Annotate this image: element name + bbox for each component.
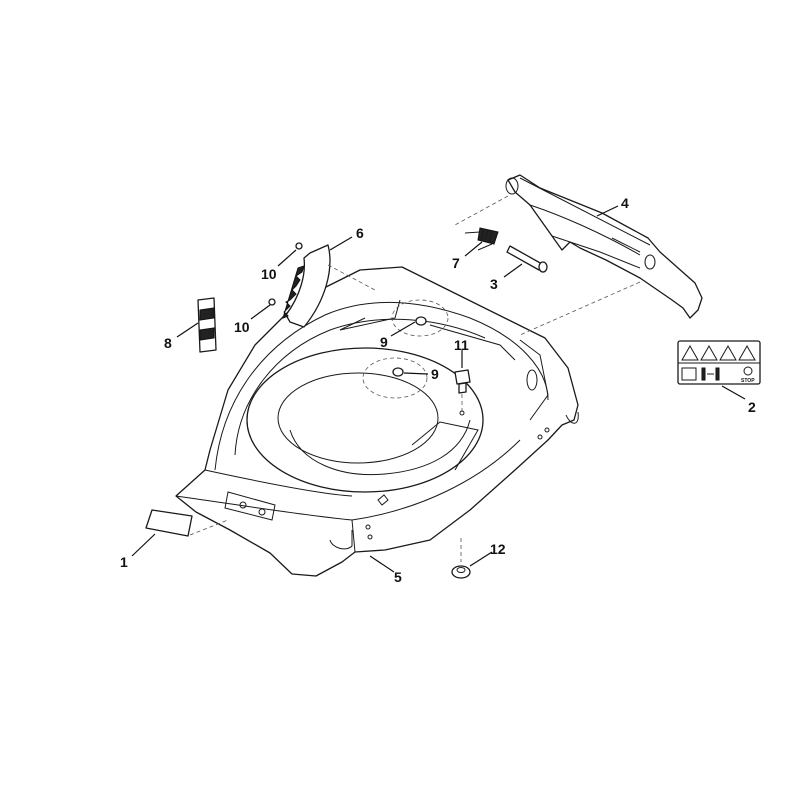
decal-stop-text: STOP [741, 378, 755, 384]
callout-labels: 1 2 3 4 5 6 7 8 9 9 10 10 11 12 [120, 195, 756, 585]
screw-part-9-upper [415, 316, 427, 326]
mount-outline-upper [391, 299, 449, 337]
callout-2: 2 [748, 399, 756, 415]
distance-icon [701, 367, 706, 381]
callout-10-lower: 10 [234, 319, 250, 335]
flap-mount-line-a [454, 195, 509, 226]
warning-triangle-icons [681, 344, 756, 361]
callout-9-upper: 9 [380, 334, 388, 350]
callout-4: 4 [621, 195, 629, 211]
torsion-spring-part-7 [464, 227, 499, 251]
warning-decal-part-2: STOP [677, 340, 761, 385]
stop-icon [743, 366, 753, 376]
callout-11: 11 [454, 337, 469, 353]
callout-7: 7 [452, 255, 460, 271]
nut-part-10-upper [295, 242, 303, 250]
callout-8: 8 [164, 335, 172, 351]
front-label-part-1 [145, 509, 193, 537]
label-clip-part-8 [197, 297, 217, 353]
bolt-part-11 [454, 369, 471, 394]
mount-outline-lower [362, 357, 428, 399]
height-adjuster-part-6 [282, 244, 331, 328]
callout-6: 6 [356, 225, 364, 241]
adjuster-mount-line [327, 264, 376, 291]
screw-part-9-lower [392, 367, 404, 377]
callout-1: 1 [120, 554, 128, 570]
flap-mount-line-b [519, 281, 641, 336]
callout-3: 3 [490, 276, 498, 292]
callout-12: 12 [490, 541, 506, 557]
nut-part-12 [451, 565, 471, 579]
nut-part-10-lower [268, 298, 276, 306]
mower-deck-part-5 [175, 266, 579, 577]
callout-10-upper: 10 [261, 266, 277, 282]
rear-flap-part-4 [505, 174, 703, 319]
hinge-pin-part-3 [506, 245, 548, 273]
manual-icon [681, 367, 697, 381]
callout-5: 5 [394, 569, 402, 585]
leader-lines [131, 205, 746, 573]
callout-9-lower: 9 [431, 366, 439, 382]
